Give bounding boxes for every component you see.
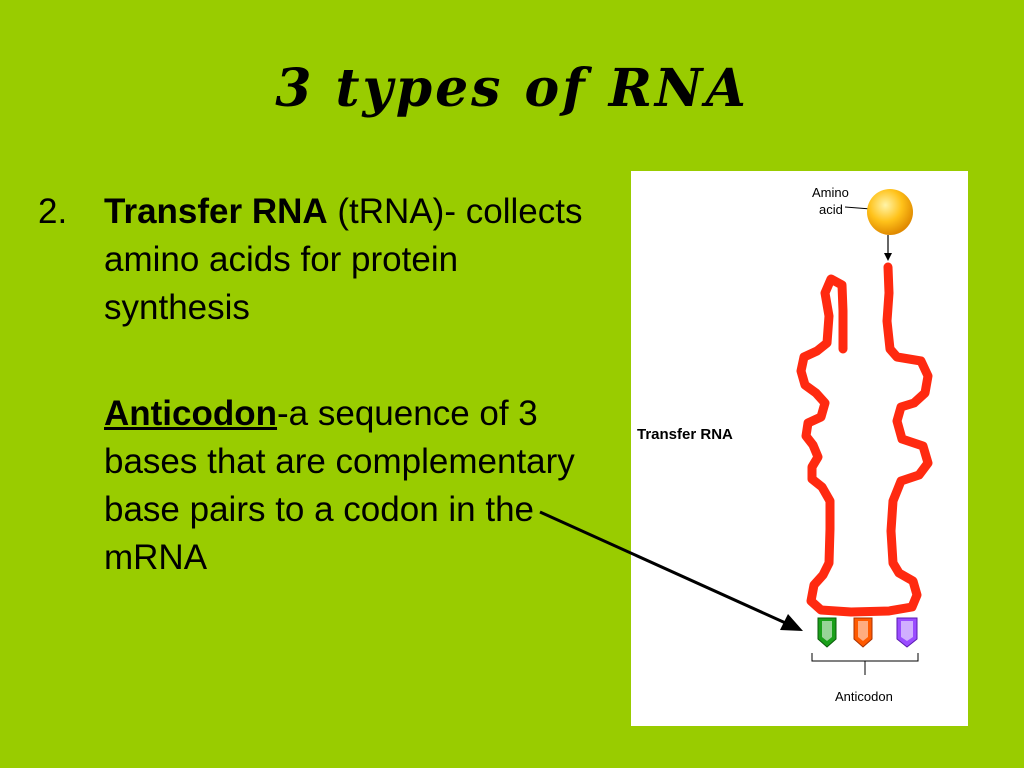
amino-label-line2: acid <box>819 202 843 217</box>
term-anticodon: Anticodon <box>104 394 278 433</box>
anticodon-label: Anticodon <box>835 689 893 704</box>
point-anticodon: Anticodon-a sequence of 3 bases that are… <box>104 390 598 582</box>
trna-diagram: Amino acid Transfer RNA Anticodon <box>637 185 933 704</box>
base-green-highlight <box>822 621 832 641</box>
anticodon-bracket <box>811 653 919 662</box>
amino-attach-arrowhead <box>884 253 892 261</box>
point-transfer-rna: 2. Transfer RNA (tRNA)- collects amino ac… <box>38 188 598 332</box>
base-orange-highlight <box>858 621 868 641</box>
amino-label-leader <box>844 206 872 210</box>
slide-title: 3 types of RNA <box>275 58 749 119</box>
base-purple-highlight <box>901 621 913 641</box>
trna-figure: Amino acid Transfer RNA Anticodon <box>631 171 968 726</box>
abbrev-trna: (tRNA)- <box>337 192 456 231</box>
amino-acid-sphere <box>867 189 913 235</box>
term-transfer-rna: Transfer RNA <box>104 192 328 231</box>
trna-strand <box>796 262 933 617</box>
anticodon-description: -a sequence of 3 bases that are compleme… <box>104 394 575 577</box>
slide-body: 2. Transfer RNA (tRNA)- collects amino ac… <box>38 188 598 582</box>
transfer-rna-description: collects amino acids for protein synthes… <box>104 192 583 327</box>
transfer-rna-label: Transfer RNA <box>637 426 733 443</box>
amino-label-line1: Amino <box>812 185 849 200</box>
anticodon-bases <box>817 617 918 648</box>
point-number: 2. <box>38 192 68 231</box>
